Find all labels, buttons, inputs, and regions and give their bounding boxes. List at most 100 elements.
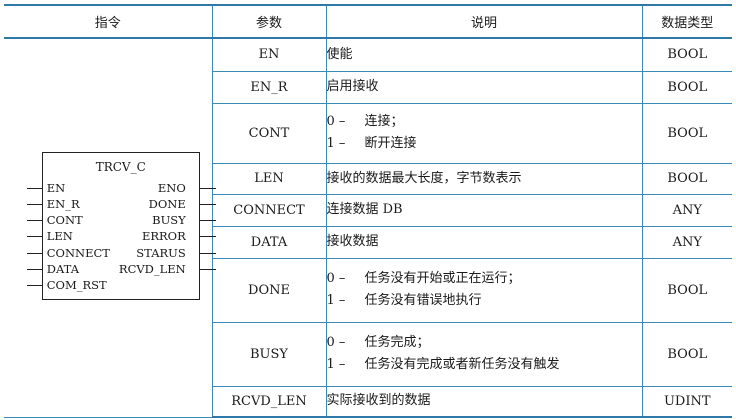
block-frame [41,151,200,300]
param-name: EN_R [212,70,327,104]
param-description: 接收的数据最大长度，字节数表示 [325,162,643,195]
param-description: 接收数据 [325,225,643,259]
pin-line [199,268,216,270]
input-pin-label: CONNECT [46,245,110,260]
input-pin-label: COM_RST [46,277,107,292]
value-code: 1 – [326,357,346,372]
param-data-type: BOOL [641,102,732,164]
param-description: 0 – 任务完成； 1 – 任务没有完成或者新任务没有触发 [325,321,643,387]
pin-line [26,252,42,254]
param-data-type: BOOL [641,257,732,323]
input-pin-label: EN_R [46,196,80,211]
output-pin: ERROR [12,229,216,244]
output-pin-label: ENO [157,180,186,195]
header-description: 说明 [325,4,643,39]
pin-line [26,220,42,222]
param-description: 实际接收到的数据 [325,385,643,418]
param-description: 启用接收 [325,70,643,104]
description-text: 断开连接 [364,136,417,151]
output-pin-label: ERROR [141,229,186,244]
pin-line [199,252,216,254]
description-line: 0 – 任务没有开始或正在运行； [327,268,642,290]
pin-line [199,220,216,222]
output-pin-label: STARUS [136,245,186,260]
param-data-type: BOOL [641,162,732,195]
param-data-type: ANY [641,225,732,259]
param-name: CONT [212,102,327,164]
param-name: DATA [212,225,327,259]
output-pin: DONE [12,196,216,211]
param-name: CONNECT [212,193,327,227]
pin-line [26,236,42,238]
description-text: 接收的数据最大长度，字节数表示 [326,170,522,186]
param-data-type: UDINT [641,385,732,418]
value-code: 0 – [326,271,346,286]
description-text: 接收数据 [326,234,379,249]
description-text: 任务没有错误地执行 [364,293,482,308]
output-pin-label: DONE [148,196,186,211]
description-line: 实际接收到的数据 [327,390,642,412]
description-text: 使能 [326,46,353,62]
description-line: 启用接收 [327,76,642,98]
header-data-type: 数据类型 [641,4,732,39]
pin-line [199,236,216,238]
param-name: BUSY [212,321,327,387]
param-name: DONE [212,257,327,323]
description-line: 使能 [327,44,642,66]
output-pin-label: BUSY [152,213,186,228]
description-text: 任务没有开始或正在运行； [364,271,521,286]
description-line: 连接数据 DB [327,199,642,221]
description-line: 0 – 连接； [327,111,642,133]
param-data-type: BOOL [641,70,732,104]
param-data-type: BOOL [641,37,732,72]
input-pin-label: CONT [46,213,83,228]
param-description: 使能 [325,37,643,72]
pin-line [26,268,42,270]
param-description: 连接数据 DB [325,193,643,227]
pin-line [199,203,216,205]
param-data-type: BOOL [641,321,732,387]
output-pin: STARUS [12,245,216,260]
description-text: 连接数据 DB [326,202,403,217]
description-text: 连接； [364,114,404,129]
description-line: 1 – 断开连接 [327,133,642,155]
description-line: 0 – 任务完成； [327,332,642,354]
output-pin: RCVD_LEN [12,261,216,276]
description-text: 任务没有完成或者新任务没有触发 [364,357,560,372]
input-pin-label: LEN [46,229,73,244]
input-pin-label: EN [46,180,66,195]
description-text: 启用接收 [326,79,379,94]
pin-line [26,203,42,205]
param-name: LEN [212,162,327,195]
param-description: 0 – 任务没有开始或正在运行； 1 – 任务没有错误地执行 [325,257,643,323]
output-pin: ENO [12,180,216,195]
header-row: 指令 参数 说明 数据类型 [4,4,732,39]
param-name: EN [211,37,327,72]
output-pin: BUSY [12,213,216,228]
block-title: TRCV_C [95,159,146,174]
output-pin-label: RCVD_LEN [118,261,186,276]
param-name: RCVD_LEN [212,385,327,418]
description-text: 实际接收到的数据 [326,393,431,409]
pin-line [26,284,42,286]
param-description: 0 – 连接； 1 – 断开连接 [325,102,643,164]
pin-line [26,187,42,189]
description-text: 任务完成； [364,335,430,350]
value-code: 0 – [326,114,346,129]
value-code: 0 – [326,335,346,350]
value-code: 1 – [326,293,346,308]
header-instruction: 指令 [4,4,213,39]
pin-line [199,187,216,189]
description-line: 接收的数据最大长度，字节数表示 [327,168,642,190]
value-code: 1 – [326,136,346,151]
